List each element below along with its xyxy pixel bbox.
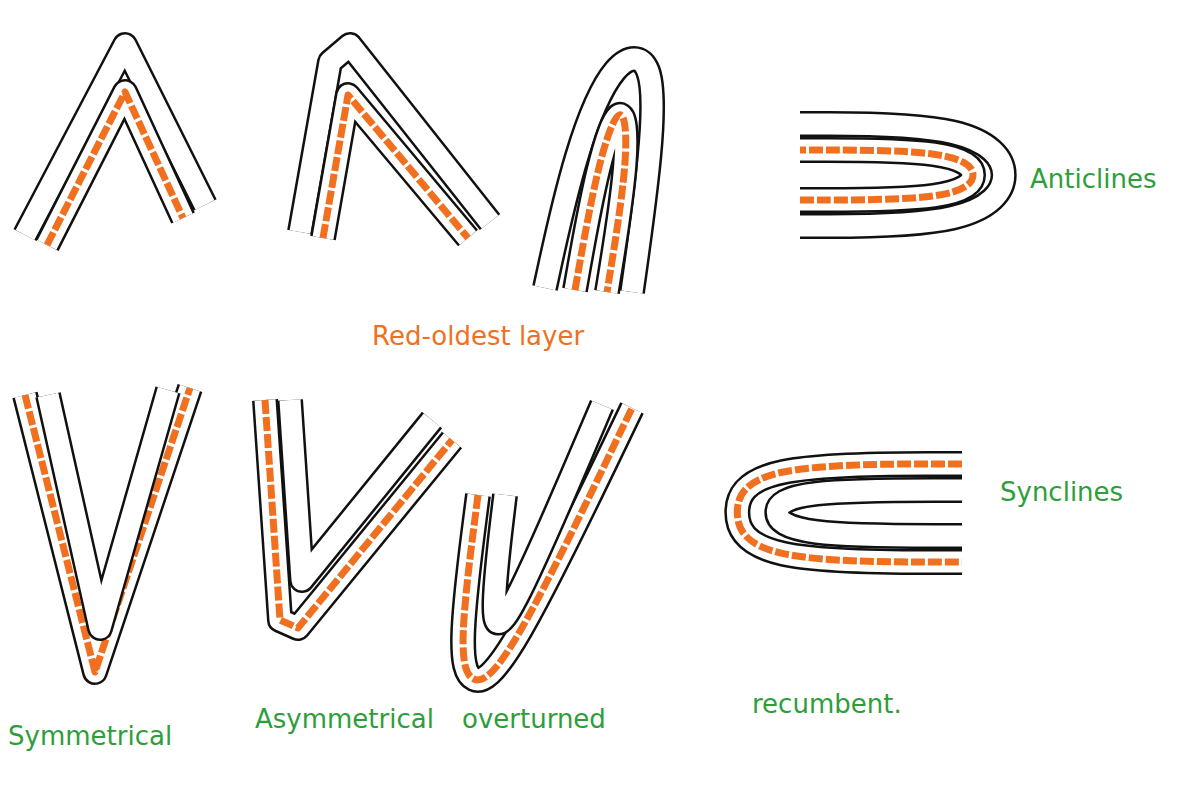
rock-layer xyxy=(290,400,432,580)
red-shading xyxy=(265,400,452,628)
red-shading xyxy=(575,115,626,292)
fold-type-label: overturned xyxy=(462,705,606,734)
fold-type-label: Symmetrical xyxy=(8,722,172,751)
layer-outline xyxy=(545,59,652,292)
layer-outline xyxy=(47,92,183,245)
layer-fill xyxy=(800,124,1004,226)
red-shading xyxy=(737,464,962,562)
layer-fill xyxy=(575,115,626,292)
layer-outline xyxy=(48,390,168,628)
oldest-layer xyxy=(800,150,973,200)
layer-fill xyxy=(25,388,190,672)
group-label: Synclines xyxy=(1000,478,1123,507)
layer-outline xyxy=(777,490,962,536)
layer-fill xyxy=(47,92,183,245)
layer-outline xyxy=(290,400,432,580)
red-shading xyxy=(25,388,190,672)
fold-type-label: Asymmetrical xyxy=(255,705,434,734)
red-shading xyxy=(800,150,973,200)
layer-outline xyxy=(800,150,973,200)
oldest-layer xyxy=(265,400,452,628)
layer-fill xyxy=(265,400,452,628)
oldest-layer xyxy=(323,95,468,238)
group-label: Anticlines xyxy=(1030,165,1156,194)
layer-fill xyxy=(777,490,962,536)
layer-fill xyxy=(545,59,652,292)
rock-layer xyxy=(48,390,168,628)
rock-layer xyxy=(800,124,1004,226)
oldest-layer xyxy=(737,464,962,562)
oldest-layer xyxy=(25,388,190,672)
layer-outline xyxy=(494,405,602,623)
layer-outline xyxy=(25,388,190,672)
oldest-layer xyxy=(575,115,626,292)
layer-fill xyxy=(737,464,962,562)
layer-fill xyxy=(494,405,602,623)
rock-layer xyxy=(545,59,652,292)
fold-type-label: recumbent. xyxy=(752,690,902,719)
layer-fill xyxy=(48,390,168,628)
layer-outline xyxy=(737,464,962,562)
red-shading xyxy=(47,92,183,245)
layer-outline xyxy=(575,115,626,292)
layer-fill xyxy=(800,150,973,200)
red-shading xyxy=(323,95,468,238)
layer-outline xyxy=(800,124,1004,226)
layer-outline xyxy=(323,95,468,238)
layer-outline xyxy=(265,400,452,628)
oldest-layer xyxy=(47,92,183,245)
note-label: Red-oldest layer xyxy=(372,322,584,351)
layer-fill xyxy=(290,400,432,580)
layer-fill xyxy=(323,95,468,238)
rock-layer xyxy=(777,490,962,536)
rock-layer xyxy=(494,405,602,623)
